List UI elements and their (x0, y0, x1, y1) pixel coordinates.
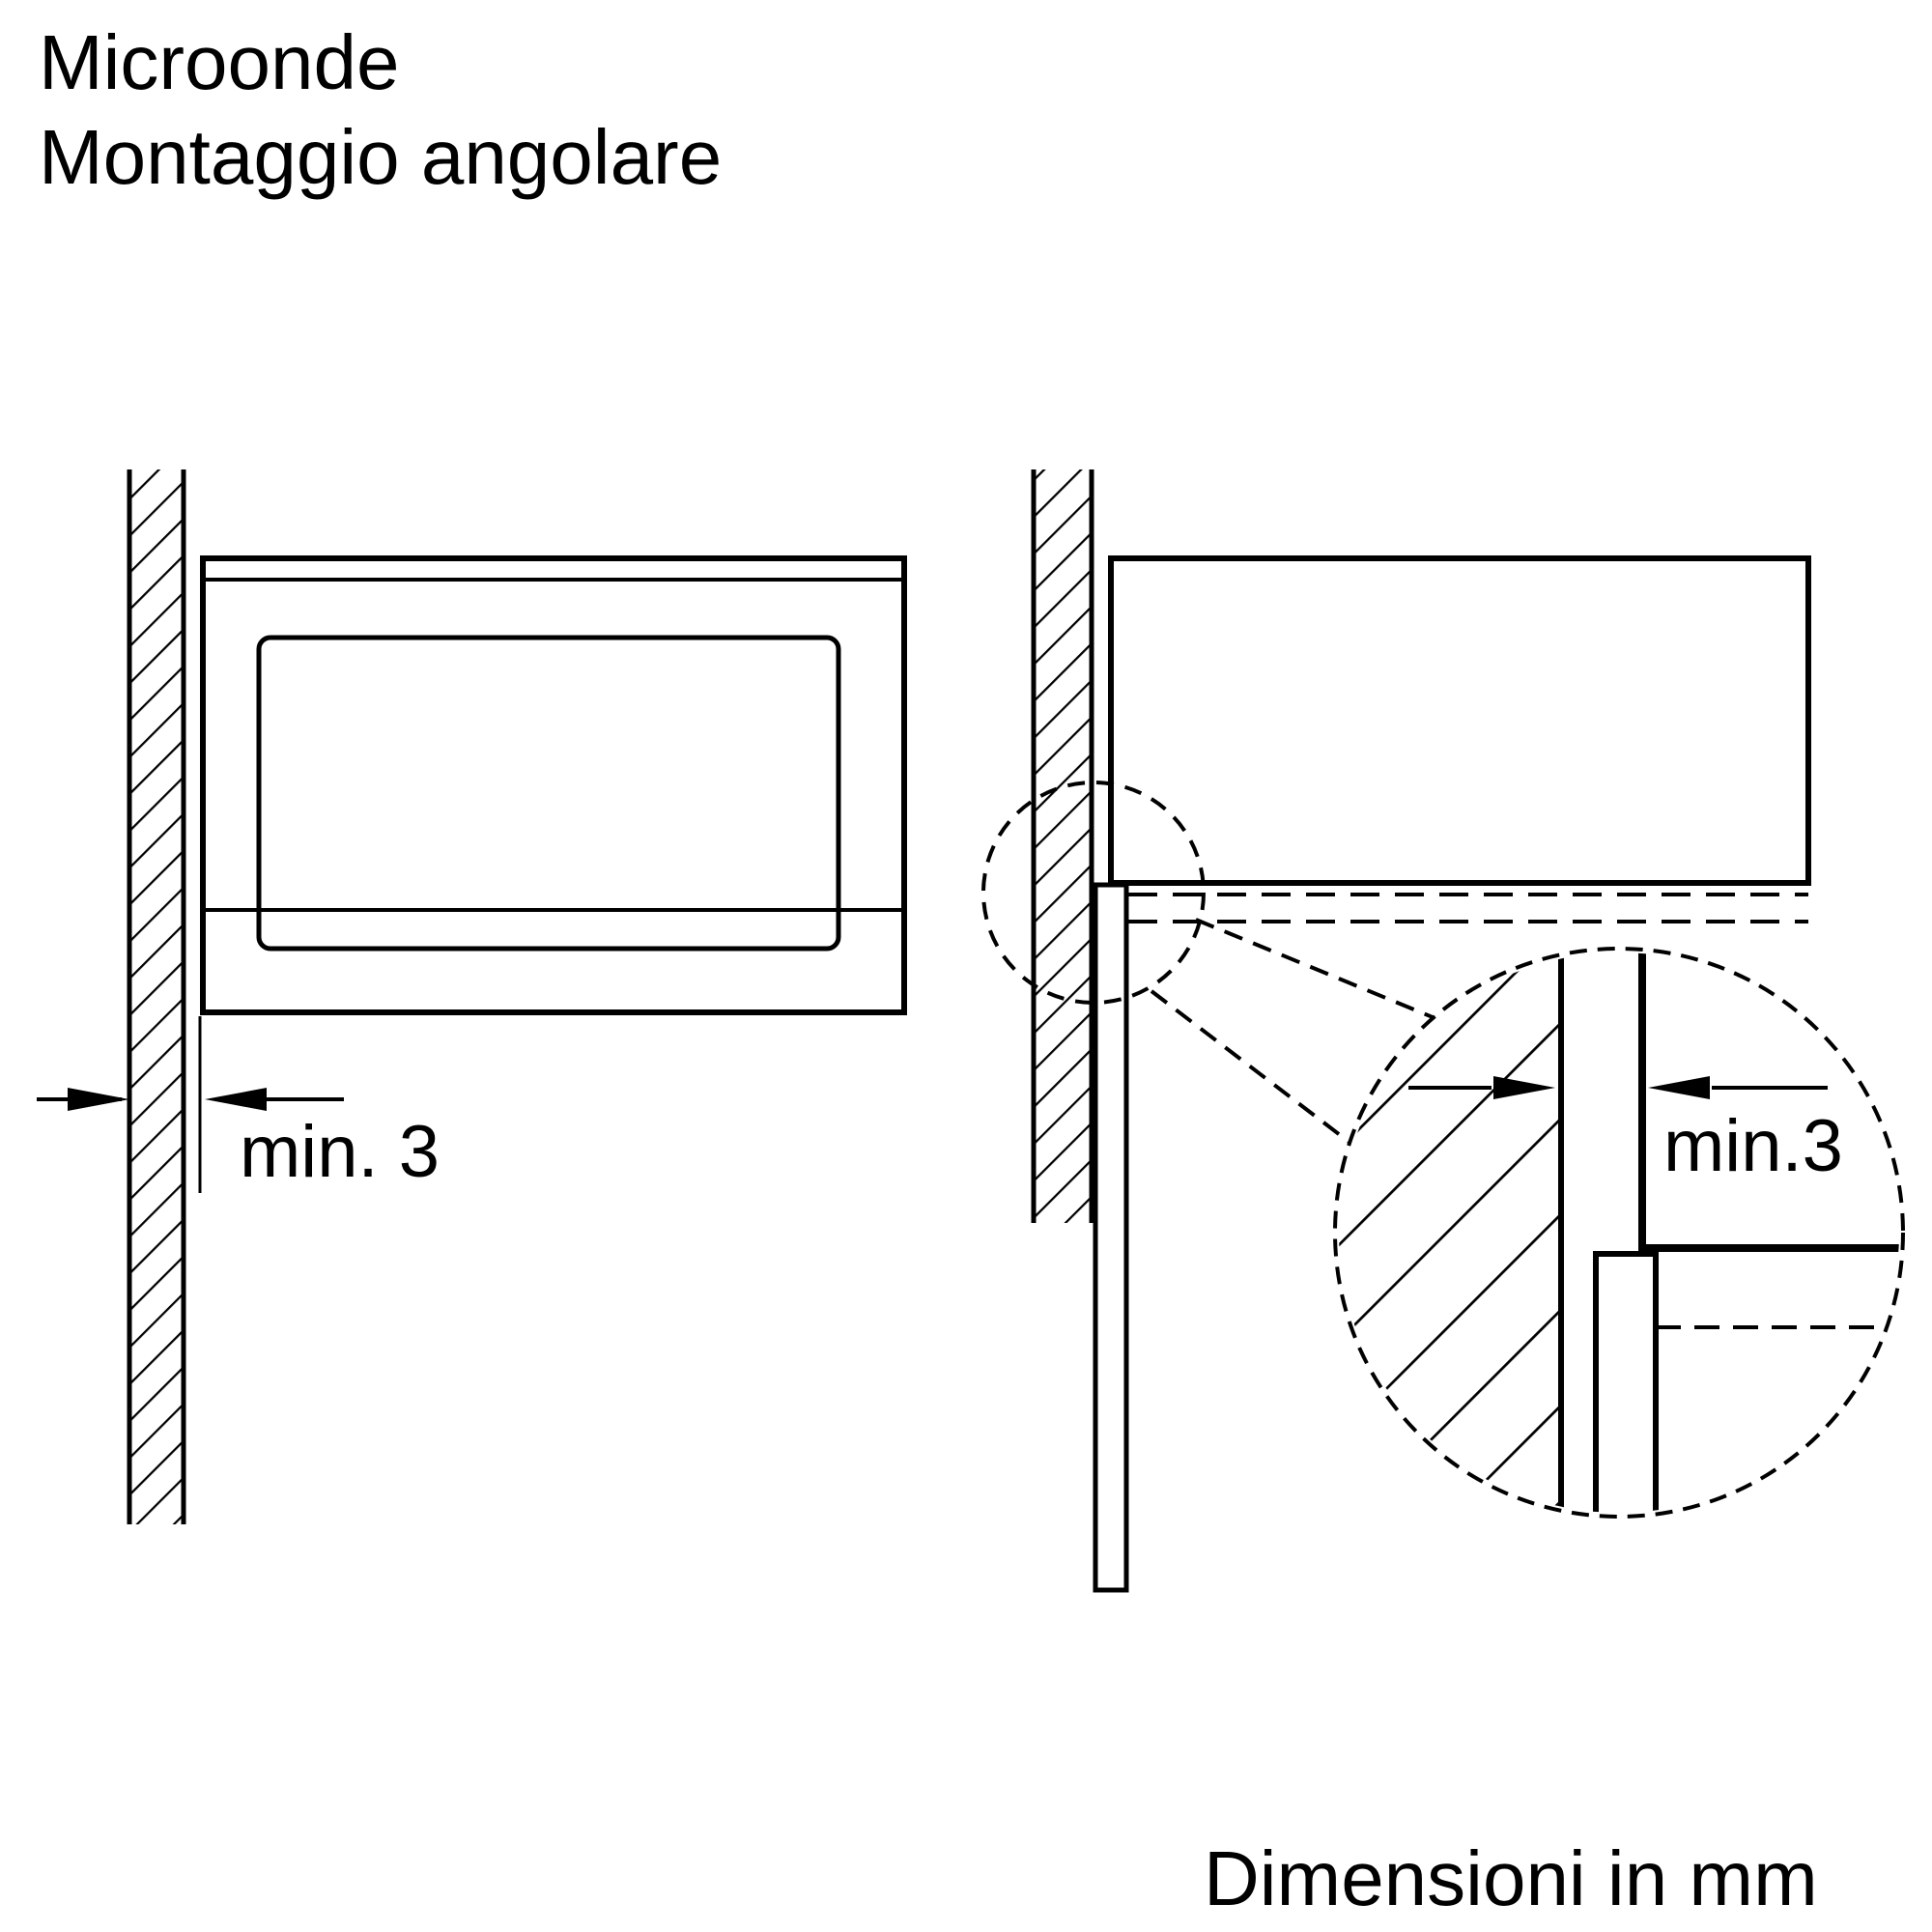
front-gap-label: min. 3 (240, 1111, 440, 1193)
door-panel-detail (1593, 1251, 1659, 1513)
detail-gap-dimension: min.3 (1408, 1076, 1843, 1187)
dimension-arrowhead-right-icon (68, 1088, 129, 1111)
wall-hatch-side (1034, 469, 1092, 1223)
microwave-side-outline (1108, 555, 1811, 886)
side-view: min.3 (981, 469, 1905, 1593)
detail-arrowhead-right-icon (1493, 1076, 1555, 1099)
callout-leader-upper (1195, 918, 1450, 1026)
page-title-line1: Microonde (39, 19, 400, 105)
front-view: min. 3 (37, 469, 907, 1524)
door-panel-side (1093, 882, 1129, 1593)
microwave-door-window (256, 635, 841, 952)
detail-arrowhead-left-icon (1648, 1076, 1710, 1099)
front-gap-dimension: min. 3 (37, 1016, 440, 1193)
dimension-arrowhead-left-icon (205, 1088, 267, 1111)
page-title-line2: Montaggio angolare (39, 114, 722, 200)
wall-hatch-detail (1339, 952, 1561, 1513)
microwave-front-outline (200, 555, 907, 1015)
detail-source-circle (981, 781, 1206, 1005)
units-note: Dimensioni in mm (1204, 1835, 1818, 1921)
callout-leader-lower (1150, 989, 1374, 1161)
wall-hatch-front (129, 469, 184, 1524)
detail-gap-label: min.3 (1663, 1105, 1843, 1187)
